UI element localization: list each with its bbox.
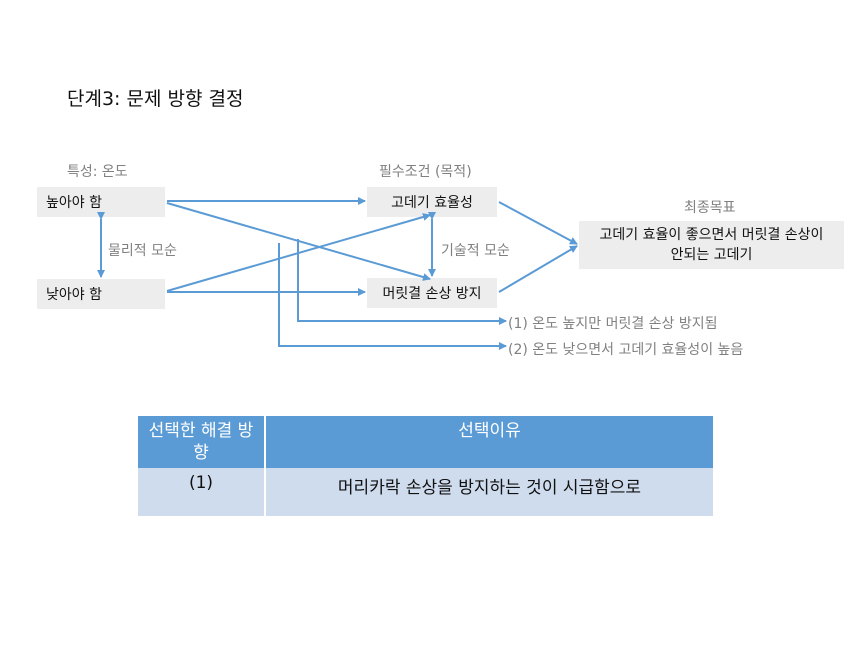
cell-selection-reason: 머리카락 손상을 방지하는 것이 시급함으로 bbox=[264, 468, 713, 516]
required-condition-label: 필수조건 (목적) bbox=[379, 164, 472, 180]
final-goal-box: 고데기 효율이 좋으면서 머릿결 손상이 안되는 고데기 bbox=[579, 221, 844, 269]
arrow-efficiency-to-goal bbox=[498, 201, 578, 245]
selection-table: 선택한 해결 방향 선택이유 (1) 머리카락 손상을 방지하는 것이 시급함으… bbox=[138, 416, 713, 516]
characteristic-label: 특성: 온도 bbox=[67, 164, 128, 180]
option-1-label: (1) 온도 높지만 머릿결 손상 방지됨 bbox=[508, 316, 718, 332]
cell-selected-direction: (1) bbox=[138, 468, 265, 516]
header-selected-direction: 선택한 해결 방향 bbox=[138, 416, 265, 468]
damage-prevention-box: 머릿결 손상 방지 bbox=[367, 278, 497, 308]
technical-contradiction-label: 기술적 모순 bbox=[441, 243, 510, 259]
low-temp-box: 낮아야 함 bbox=[37, 279, 165, 309]
physical-contradiction-label: 물리적 모순 bbox=[108, 243, 177, 259]
page-title: 단계3: 문제 방향 결정 bbox=[67, 88, 244, 110]
option-2-label: (2) 온도 낮으면서 고데기 효율성이 높음 bbox=[508, 342, 744, 358]
table-row: (1) 머리카락 손상을 방지하는 것이 시급함으로 bbox=[138, 468, 713, 516]
arrow-damage-to-goal bbox=[498, 245, 578, 293]
final-goal-line-1: 고데기 효율이 좋으면서 머릿결 손상이 bbox=[599, 227, 824, 243]
arrow-option-1 bbox=[297, 239, 507, 325]
header-selection-reason: 선택이유 bbox=[264, 416, 713, 468]
final-goal-label: 최종목표 bbox=[684, 200, 736, 216]
arrow-option-2 bbox=[278, 243, 507, 350]
table-header-row: 선택한 해결 방향 선택이유 bbox=[138, 416, 713, 468]
final-goal-line-2: 안되는 고데기 bbox=[670, 247, 753, 263]
